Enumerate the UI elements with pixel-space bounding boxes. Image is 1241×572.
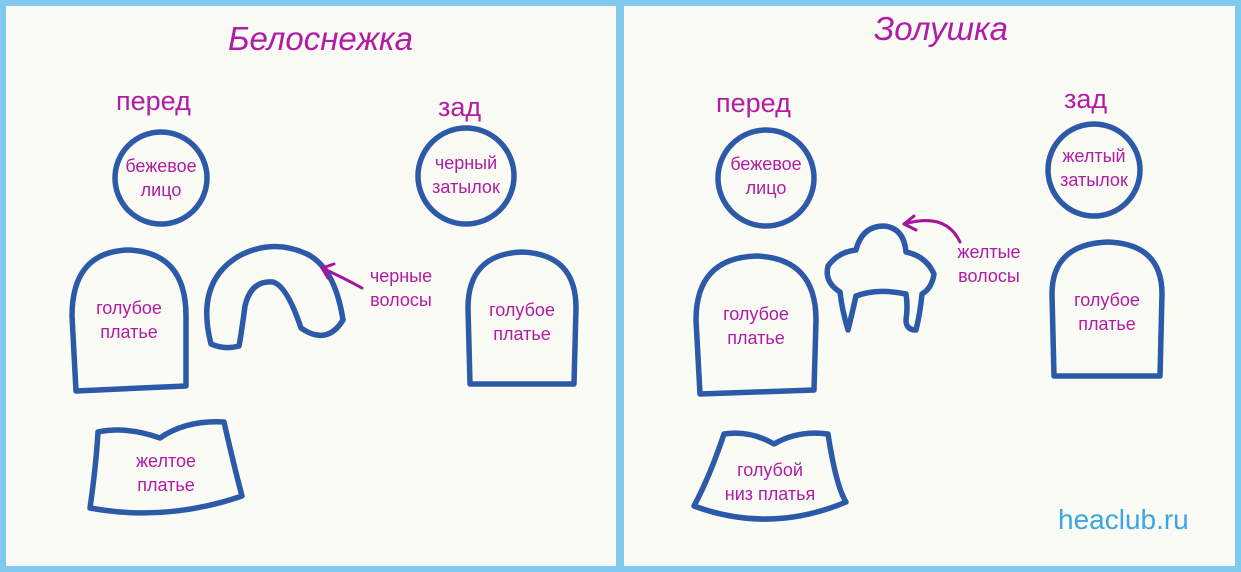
dress-back-label-line-1: голубое [1074,290,1140,310]
snow-white-hair-shape [203,243,346,351]
dress-front-label-line-2: платье [100,322,158,342]
snow-white-dress-front-label: голубое платье [68,296,190,344]
dress-back-label-line-1: голубое [489,300,555,320]
snow-white-panel: Белоснежка перед зад бежевое лицо черный… [6,6,616,566]
snow-white-face-label: бежевое лицо [111,154,211,202]
back-head-label-line-1: черный [434,153,498,173]
snow-white-skirt-shape [87,419,245,516]
snow-white-hair-arrow [320,262,364,290]
back-head-label-line-1: желтый [1062,146,1126,166]
skirt-label-line-1: голубой [737,460,803,480]
cinderella-back-head-label: желтый затылок [1044,144,1144,192]
skirt-label-line-2: низ платья [724,484,816,504]
snow-white-dress-front-shape [69,247,189,394]
face-label-line-2: лицо [140,180,182,200]
hair-label-line-2: волосы [958,266,1020,286]
face-label-line-1: бежевое [730,154,802,174]
snow-white-skirt-label: желтое платье [86,449,246,497]
cinderella-dress-front-label: голубое платье [692,302,820,350]
cinderella-title: Золушка [874,10,1008,47]
hair-label-line-1: желтые [957,242,1021,262]
snow-white-back-head-label: черный затылок [414,151,518,199]
back-head-label-line-2: затылок [1060,170,1128,190]
snow-white-title: Белоснежка [228,20,413,57]
cinderella-skirt-shape [691,430,849,522]
cinderella-dress-back-shape [1049,239,1165,379]
snow-white-back-label: зад [438,92,482,122]
dress-back-label-line-2: платье [1078,314,1136,334]
snow-white-face-shape [112,129,210,227]
back-head-label-line-2: затылок [432,177,500,197]
cinderella-back-label: зад [1064,84,1108,114]
site-watermark: heaclub.ru [1058,504,1189,535]
snow-white-hair-label: черные волосы [356,264,446,312]
dress-front-label-line-1: голубое [96,298,162,318]
cinderella-panel: Золушка перед зад бежевое лицо желтый за… [624,6,1235,566]
dress-front-label-line-2: платье [727,328,785,348]
snow-white-dress-back-shape [465,249,579,387]
face-label-line-1: бежевое [125,156,197,176]
cinderella-dress-front-shape [693,253,819,397]
dress-back-label-line-2: платье [493,324,551,344]
snow-white-back-head-shape [415,125,517,227]
snow-white-front-label: перед [116,86,191,116]
cinderella-front-label: перед [716,88,791,118]
dress-front-label-line-1: голубое [723,304,789,324]
cinderella-face-shape [715,127,817,229]
snow-white-dress-back-label: голубое платье [464,298,580,346]
cinderella-hair-label: желтые волосы [944,240,1034,288]
cinderella-face-label: бежевое лицо [714,152,818,200]
cinderella-back-head-shape [1045,121,1143,219]
cinderella-skirt-label: голубой низ платья [690,458,850,506]
cinderella-dress-back-label: голубое платье [1048,288,1166,336]
hair-label-line-1: черные [369,266,433,286]
skirt-label-line-1: желтое [135,451,197,471]
skirt-label-line-2: платье [137,475,195,495]
cinderella-hair-arrow [902,214,962,244]
hair-label-line-2: волосы [370,290,432,310]
cinderella-hair-shape [824,223,937,333]
face-label-line-2: лицо [745,178,787,198]
